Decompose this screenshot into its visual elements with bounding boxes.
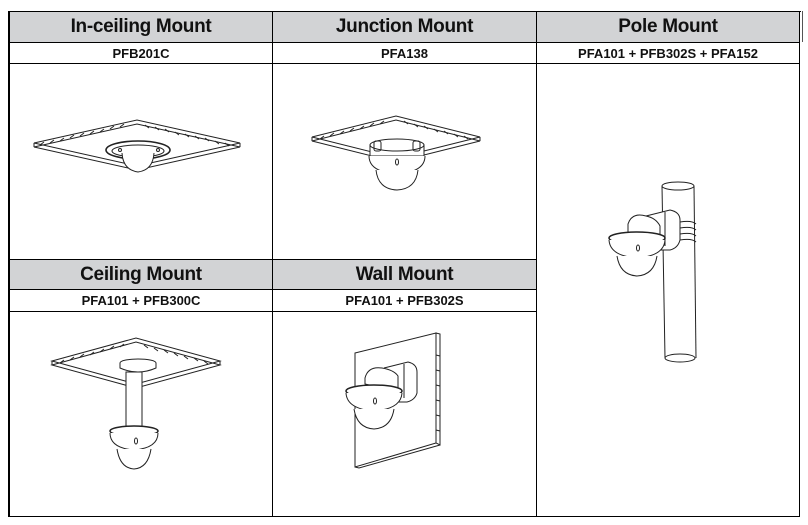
header-in-ceiling-mount: In-ceiling Mount (10, 12, 272, 42)
header-wall-mount: Wall Mount (273, 260, 536, 289)
table-border-top (9, 11, 801, 12)
column-divider-1 (272, 11, 273, 517)
dome-camera (369, 139, 425, 190)
model-wall-mount: PFA101 + PFB302S (273, 290, 536, 311)
row-divider-header2-top (9, 259, 537, 260)
model-in-ceiling-mount: PFB201C (10, 43, 272, 63)
header-junction-mount: Junction Mount (273, 12, 536, 42)
in-ceiling-mount-illustration (20, 90, 270, 200)
ceiling-mount-illustration (30, 320, 260, 500)
dome-camera (346, 385, 402, 429)
model-ceiling-mount: PFA101 + PFB300C (10, 290, 272, 311)
wall-mount-illustration (320, 310, 460, 510)
pendant-pole (120, 359, 156, 428)
table-border-right (799, 11, 800, 517)
row-divider-header1 (9, 42, 800, 43)
row-divider-model2 (9, 311, 537, 312)
table-border-right-outer (802, 11, 803, 42)
dome-camera (110, 426, 158, 469)
junction-mount-illustration (290, 90, 530, 210)
dome-camera (106, 141, 170, 172)
pole-mount-illustration (580, 170, 740, 380)
dome-camera (609, 232, 665, 276)
row-divider-header2 (9, 289, 537, 290)
row-divider-model1 (9, 63, 800, 64)
column-divider-2 (536, 11, 537, 517)
table-border-left (8, 11, 10, 517)
pole (662, 182, 696, 362)
pole-clamp (680, 221, 696, 242)
model-junction-mount: PFA138 (273, 43, 536, 63)
header-pole-mount: Pole Mount (537, 12, 799, 42)
ceiling-panel (312, 116, 480, 162)
header-ceiling-mount: Ceiling Mount (10, 260, 272, 289)
model-pole-mount: PFA101 + PFB302S + PFA152 (537, 43, 799, 63)
table-border-bottom (9, 516, 800, 517)
